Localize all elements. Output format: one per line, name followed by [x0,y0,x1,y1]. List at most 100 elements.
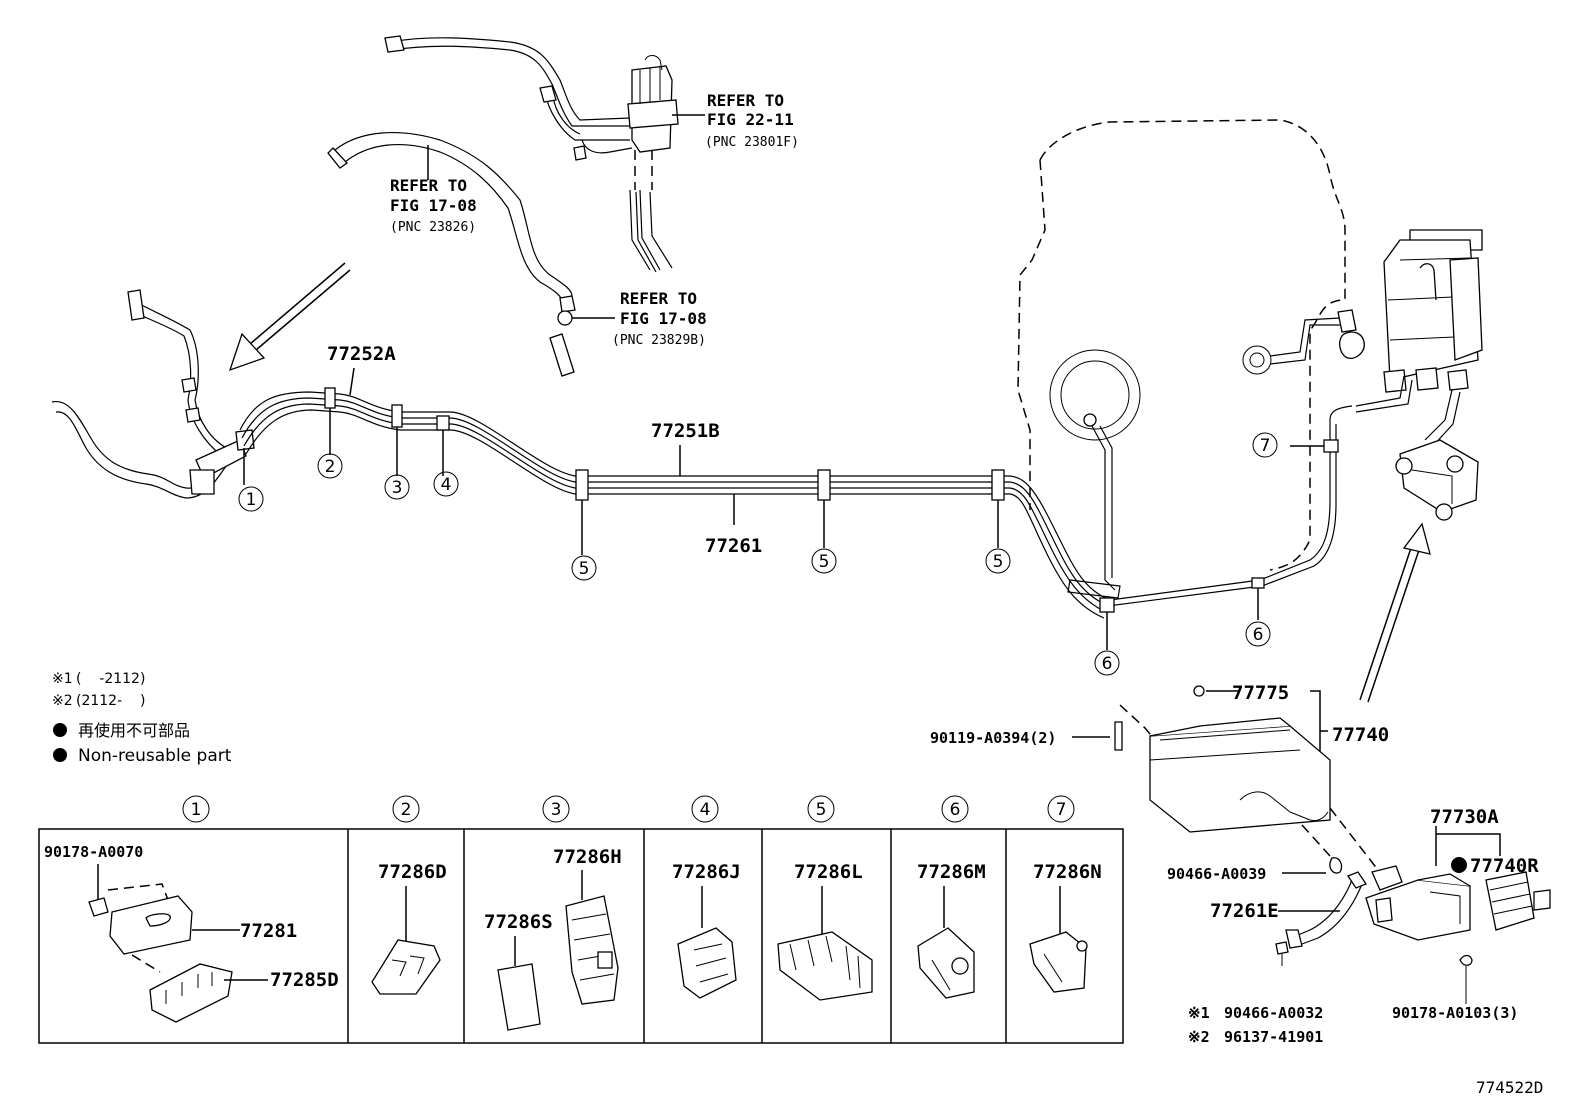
table-header-2: 2 [392,795,420,823]
non-reusable-jp: 再使用不可部品 [78,721,190,740]
reference-note-17-08-b: REFER TO FIG 17-08 (PNC 23829B) [612,289,707,348]
ref-text-line1: REFER TO [390,176,467,195]
clamp-parts-table [38,828,1124,1044]
hose-clamp-drawing [549,310,615,377]
part-label-90119-A0394: 90119-A0394(2) [930,729,1056,747]
part-label-77261: 77261 [705,535,762,557]
part-label-77286N: 77286N [1033,861,1102,883]
non-reusable-marker-icon [1451,857,1467,873]
figure-id: 774522D [1476,1078,1543,1097]
callout-5b: 5 [811,548,837,574]
part-label-90466-A0039: 90466-A0039 [1167,865,1266,883]
svg-text:5: 5 [579,559,590,579]
table-header-3: 3 [542,795,570,823]
callout-4: 4 [433,471,459,497]
svg-text:5: 5 [993,552,1004,572]
canister-detail-drawing [1072,685,1551,1004]
part-label-77286D: 77286D [378,861,447,883]
svg-text:5: 5 [819,552,830,572]
callout-6b: 6 [1245,621,1271,647]
non-reusable-marker-icon [53,723,67,737]
note-mark-1: ※1 [1188,1004,1210,1022]
svg-text:2: 2 [325,457,336,477]
svg-text:2: 2 [401,800,412,820]
ref-text-line1: REFER TO [707,91,784,110]
callout-5c: 5 [985,548,1011,574]
svg-text:3: 3 [551,800,562,820]
vent-hose-drawing [327,132,576,313]
part-label-90466-A0032: 90466-A0032 [1224,1004,1323,1022]
part-label-77286J: 77286J [672,861,741,883]
ref-text-line2: FIG 22-11 [707,110,794,129]
reference-note-17-08-a: REFER TO FIG 17-08 (PNC 23826) [390,176,477,235]
part-label-77252A: 77252A [327,343,396,365]
callout-7: 7 [1252,432,1278,458]
callout-1: 1 [238,486,264,512]
note1-text: ( -2112) [76,671,145,687]
fuel-pump-harness-drawing [384,35,705,273]
charcoal-canister-drawing-top [1355,229,1483,521]
ref-text-line2: FIG 17-08 [620,309,707,328]
ref-text-line3: (PNC 23829B) [612,333,706,348]
part-label-77281: 77281 [240,920,297,942]
svg-text:1: 1 [191,800,202,820]
part-label-77251B: 77251B [651,420,720,442]
fuel-tank-outline [1017,119,1365,599]
table-header-5: 5 [807,795,835,823]
note-mark-2: ※2 [1188,1028,1210,1046]
direction-arrow-right [1359,522,1431,703]
note1-mark: ※1 [52,671,73,687]
part-label-96137-41901: 96137-41901 [1224,1028,1323,1046]
ref-text-line1: REFER TO [620,289,697,308]
main-fuel-lines-drawing [239,367,1353,650]
callout-2: 2 [317,453,343,479]
part-label-77286H: 77286H [553,846,622,868]
ref-text-line3: (PNC 23801F) [705,135,799,150]
svg-text:3: 3 [392,478,403,498]
note2-text: (2112- ) [76,693,145,709]
part-label-77730A: 77730A [1430,806,1499,828]
table-cell-7: 77286N [1029,861,1102,993]
non-reusable-marker-icon [53,748,67,762]
table-header-6: 6 [941,795,969,823]
non-reusable-en: Non-reusable part [78,746,232,766]
svg-text:6: 6 [950,800,961,820]
note2-mark: ※2 [52,693,73,709]
table-header-1: 1 [182,795,210,823]
table-cell-3: 77286H 77286S [484,846,622,1031]
ref-text-line2: FIG 17-08 [390,196,477,215]
part-label-77261E: 77261E [1210,900,1279,922]
table-cell-1: 90178-A0070 77281 77285D [44,843,339,1023]
svg-text:5: 5 [816,800,827,820]
table-cell-5: 77286L [777,861,873,1001]
reference-note-22-11: REFER TO FIG 22-11 (PNC 23801F) [705,91,799,150]
svg-text:6: 6 [1253,625,1264,645]
svg-text:7: 7 [1260,436,1271,456]
part-label-77286S: 77286S [484,911,553,933]
part-label-90178-A0103: 90178-A0103(3) [1392,1004,1518,1022]
part-label-77775: 77775 [1232,682,1289,704]
part-label-77740: 77740 [1332,724,1389,746]
direction-arrow-left [228,262,351,372]
callout-3: 3 [384,474,410,500]
part-label-77740R: 77740R [1470,855,1539,877]
fuel-inlet-pipes-drawing [51,289,255,499]
svg-text:6: 6 [1102,654,1113,674]
svg-text:1: 1 [246,490,257,510]
part-label-77286M: 77286M [917,861,986,883]
table-cell-2: 77286D [371,861,447,995]
svg-text:4: 4 [700,800,711,820]
part-label-90178-A0070: 90178-A0070 [44,843,143,861]
table-header-4: 4 [691,795,719,823]
part-label-77285D: 77285D [270,969,339,991]
ref-text-line3: (PNC 23826) [390,220,476,235]
svg-text:7: 7 [1056,800,1067,820]
part-label-77286L: 77286L [794,861,863,883]
table-cell-6: 77286M [917,861,986,999]
table-header-7: 7 [1047,795,1075,823]
callout-6a: 6 [1094,650,1120,676]
legend-notes: ※1 ( -2112) ※2 (2112- ) 再使用不可部品 Non-reus… [52,671,232,766]
svg-text:4: 4 [441,475,452,495]
table-cell-4: 77286J [672,861,741,999]
callout-5a: 5 [571,555,597,581]
